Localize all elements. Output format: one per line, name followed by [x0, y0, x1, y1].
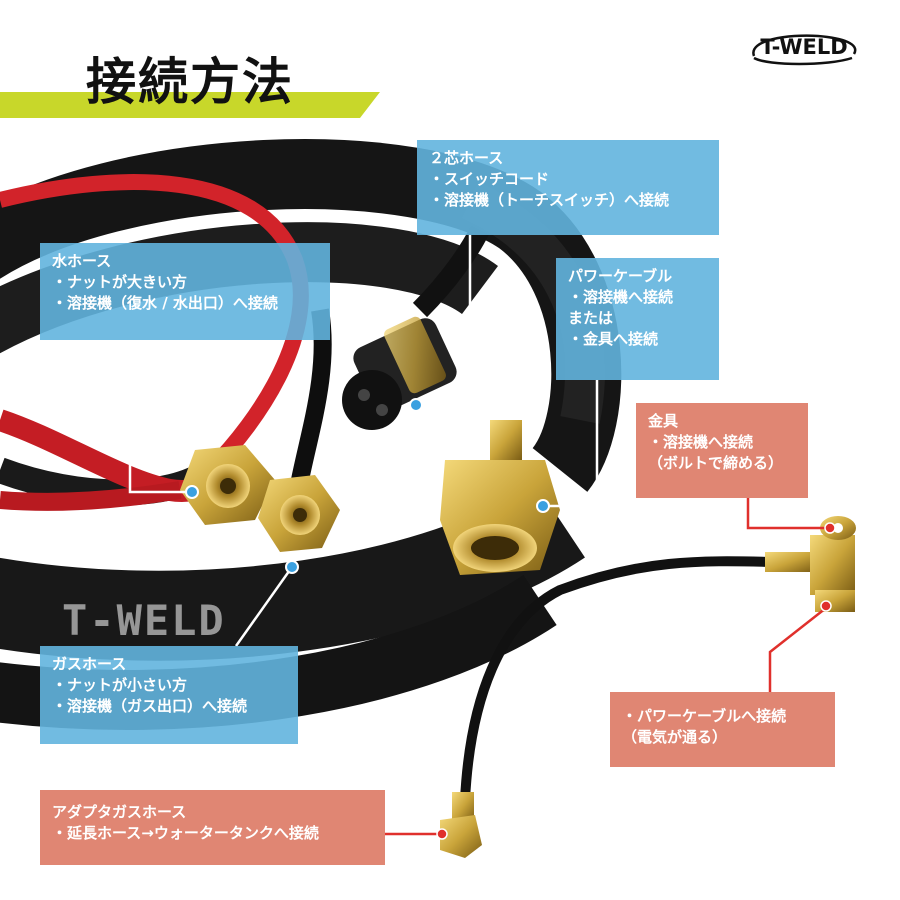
page-title: 接続方法	[86, 53, 294, 111]
callout-title: ２芯ホース	[429, 149, 504, 167]
callout-line: （ボルトで締める）	[648, 454, 784, 472]
callout-line: ・ナットが大きい方	[52, 273, 188, 291]
water-nut	[180, 445, 275, 525]
watermark: T-WELD	[62, 596, 226, 645]
title-banner	[0, 92, 380, 118]
callout-title: 金具	[648, 412, 679, 430]
red-hose	[0, 481, 182, 511]
brand-name: T-WELD	[760, 35, 848, 59]
water-hose-callout: 水ホース ・ナットが大きい方 ・溶接機（復水 / 水出口）へ接続	[40, 243, 330, 340]
callout-line: ・溶接機（復水 / 水出口）へ接続	[52, 294, 278, 312]
power-cable-connect-callout: ・パワーケーブルへ接続 （電気が通る）	[610, 692, 835, 767]
callout-title: パワーケーブル	[568, 267, 673, 285]
callout-line: （電気が通る）	[622, 728, 728, 746]
brand-logo: T-WELD	[748, 30, 860, 68]
callout-title: 水ホース	[52, 252, 112, 270]
fitting-callout: 金具 ・溶接機へ接続 （ボルトで締める）	[636, 403, 808, 498]
adapter-end-fitting	[440, 792, 482, 858]
callout-title: アダプタガスホース	[52, 803, 187, 821]
callout-title: ガスホース	[52, 655, 127, 673]
callout-line: ・延長ホース→ウォータータンクへ接続	[52, 824, 319, 842]
gas-hose-callout: ガスホース ・ナットが小さい方 ・溶接機（ガス出口）へ接続	[40, 646, 298, 744]
callout-line: ・スイッチコード	[429, 170, 550, 188]
callout-line: ・溶接機（ガス出口）へ接続	[52, 697, 248, 715]
adapter-hose	[460, 556, 771, 801]
power-cable-callout: パワーケーブル ・溶接機へ接続 または ・金具へ接続	[556, 258, 719, 380]
callout-line: ・溶接機へ接続	[568, 288, 674, 306]
callout-line: ・ナットが小さい方	[52, 676, 188, 694]
power-fitting	[440, 420, 560, 575]
callout-line: ・溶接機へ接続	[648, 433, 754, 451]
callout-line: ・溶接機（トーチスイッチ）へ接続	[429, 191, 670, 209]
two-core-hose-callout: ２芯ホース ・スイッチコード ・溶接機（トーチスイッチ）へ接続	[417, 140, 719, 235]
callout-line: ・パワーケーブルへ接続	[622, 707, 787, 725]
brand-logo-swoosh	[752, 34, 857, 66]
callout-line: ・金具へ接続	[568, 330, 659, 348]
gas-nut	[258, 475, 340, 552]
callout-line: または	[568, 309, 614, 327]
t-fitting	[765, 516, 856, 612]
adapter-gas-hose-callout: アダプタガスホース ・延長ホース→ウォータータンクへ接続	[40, 790, 385, 865]
